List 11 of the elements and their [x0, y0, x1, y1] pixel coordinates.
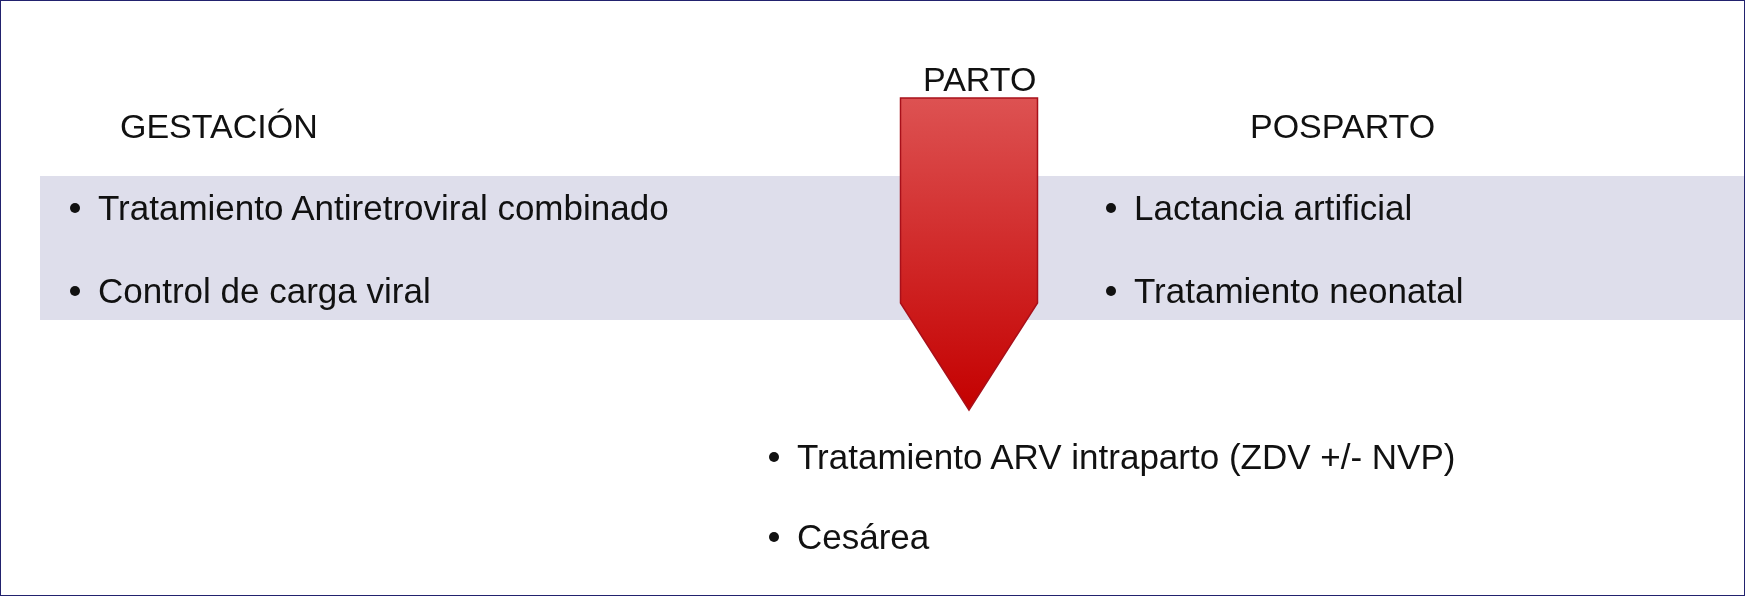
- bullet-item: Control de carga viral: [98, 271, 431, 311]
- stage-heading: GESTACIÓN: [120, 106, 318, 146]
- bullet-item: Lactancia artificial: [1134, 188, 1413, 228]
- bullet-item: Tratamiento ARV intraparto (ZDV +/- NVP): [797, 437, 1456, 477]
- bullet-item: Tratamiento Antiretroviral combinado: [98, 188, 669, 228]
- down-block-arrow: [899, 97, 1039, 412]
- shaded-band: [40, 176, 1744, 320]
- bullet-item: Cesárea: [797, 517, 930, 557]
- stage-heading: POSPARTO: [1250, 106, 1436, 146]
- bullet-item: Tratamiento neonatal: [1134, 271, 1464, 311]
- edge-label: PARTO: [923, 59, 1037, 99]
